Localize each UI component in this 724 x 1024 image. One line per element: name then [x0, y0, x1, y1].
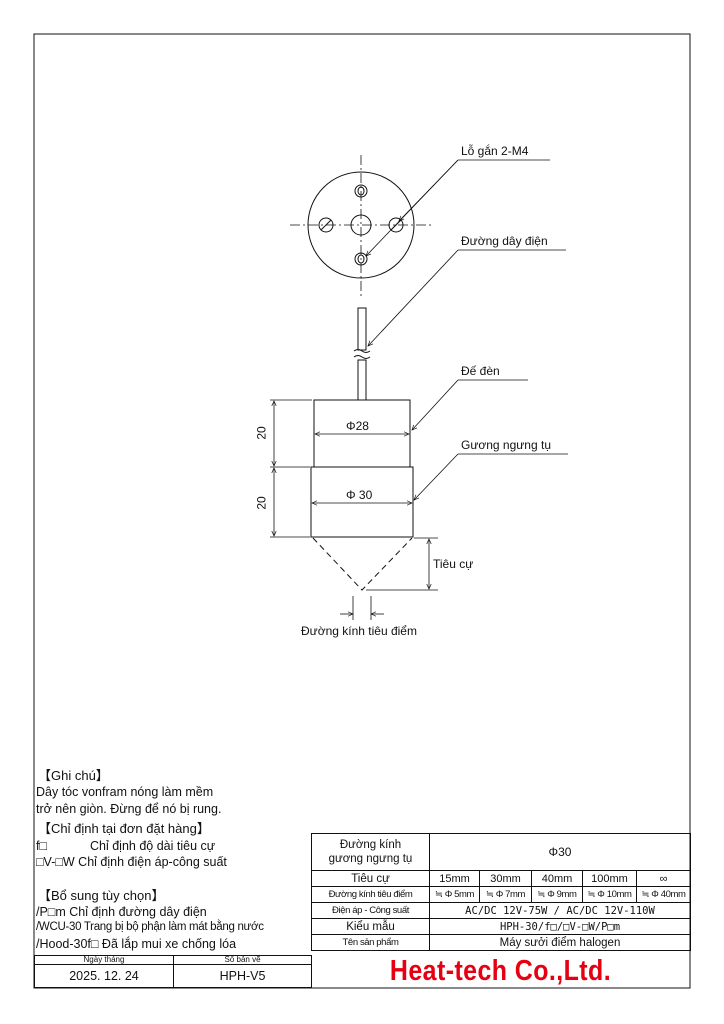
option-1: /P□m Chỉ định đường dây điện: [36, 905, 207, 919]
power-wire-label: Đường dây điện: [461, 234, 548, 248]
options-title: 【Bổ sung tùy chọn】: [38, 888, 165, 903]
company-logo: Heat-tech Co.,Ltd.: [389, 955, 612, 987]
spot-label: Đường kính tiêu điểm: [311, 886, 430, 903]
spot-value: ≒ Φ 7mm: [479, 886, 532, 903]
side-view: [310, 307, 414, 620]
model-label: Kiểu mẫu: [311, 918, 430, 935]
mount-holes-label: Lỗ gắn 2-M4: [461, 144, 529, 158]
top-view: [290, 155, 433, 296]
note-line-2: trở nên giòn. Đừng để nó bị rung.: [36, 802, 222, 816]
base-diameter-dim: Φ28: [346, 419, 369, 433]
product-label: Tên sản phẩm: [311, 934, 430, 951]
sheet-border: [33, 33, 691, 989]
date-value: 2025. 12. 24: [34, 964, 174, 988]
reflector-label: Gương ngưng tụ: [461, 438, 551, 452]
reflector-dia-value: Φ30: [428, 833, 692, 871]
spot-value: ≒ Φ 10mm: [582, 886, 637, 903]
voltage-value: AC/DC 12V-75W / AC/DC 12V-110W: [428, 902, 692, 919]
date-drawing-table: Ngày tháng Số bản vẽ 2025. 12. 24 HPH-V5: [34, 955, 312, 988]
focal-value: 100mm: [582, 870, 637, 887]
order-f-text: Chỉ định độ dài tiêu cự: [90, 839, 216, 853]
reflector-dia-label-line1: Đường kính: [339, 839, 402, 851]
spec-table: Đường kính gương ngưng tụ Φ30 Tiêu cự 15…: [311, 833, 692, 951]
focal-label: Tiêu cự: [311, 870, 430, 887]
order-title: 【Chỉ định tại đơn đặt hàng】: [38, 821, 210, 836]
reflector-height-dim: 20: [254, 496, 269, 510]
spot-value: ≒ Φ 40mm: [635, 886, 692, 903]
date-label: Ngày tháng: [34, 955, 174, 965]
option-3: /Hood-30f□ Đã lắp mui xe chống lóa: [36, 937, 237, 951]
reflector-dia-label: Đường kính gương ngưng tụ: [311, 833, 430, 871]
option-2: /WCU-30 Trang bị bộ phận làm mát bằng nư…: [36, 921, 264, 933]
reflector-diameter-dim: Φ 30: [346, 488, 373, 502]
base-height-dim: 20: [254, 426, 269, 440]
spot-value: ≒ Φ 5mm: [429, 886, 480, 903]
focal-value: 30mm: [479, 870, 532, 887]
drawing-no-value: HPH-V5: [173, 964, 312, 988]
drawing-no-label: Số bản vẽ: [173, 955, 312, 965]
product-value: Máy sưởi điểm halogen: [428, 934, 692, 951]
focal-length-label: Tiêu cự: [433, 557, 474, 571]
leader-lines: [366, 159, 568, 500]
note-title: 【Ghi chú】: [38, 768, 109, 783]
focal-value: 40mm: [531, 870, 583, 887]
focal-diameter-label: Đường kính tiêu điểm: [301, 624, 417, 638]
voltage-label: Điện áp - Công suất: [311, 902, 430, 919]
order-f-code: f□: [36, 839, 48, 853]
note-line-1: Dây tóc vonfram nóng làm mềm: [36, 785, 214, 799]
lamp-base-label: Đế đèn: [461, 364, 500, 378]
focal-value: 15mm: [429, 870, 480, 887]
dimension-lines: [270, 399, 438, 591]
spot-value: ≒ Φ 9mm: [531, 886, 583, 903]
focal-value: ∞: [635, 870, 692, 887]
reflector-dia-label-line2: gương ngưng tụ: [328, 853, 413, 865]
order-v-line: □V-□W Chỉ định điện áp-công suất: [36, 855, 227, 869]
model-value: HPH-30/f□/□V-□W/P□m: [428, 918, 692, 935]
